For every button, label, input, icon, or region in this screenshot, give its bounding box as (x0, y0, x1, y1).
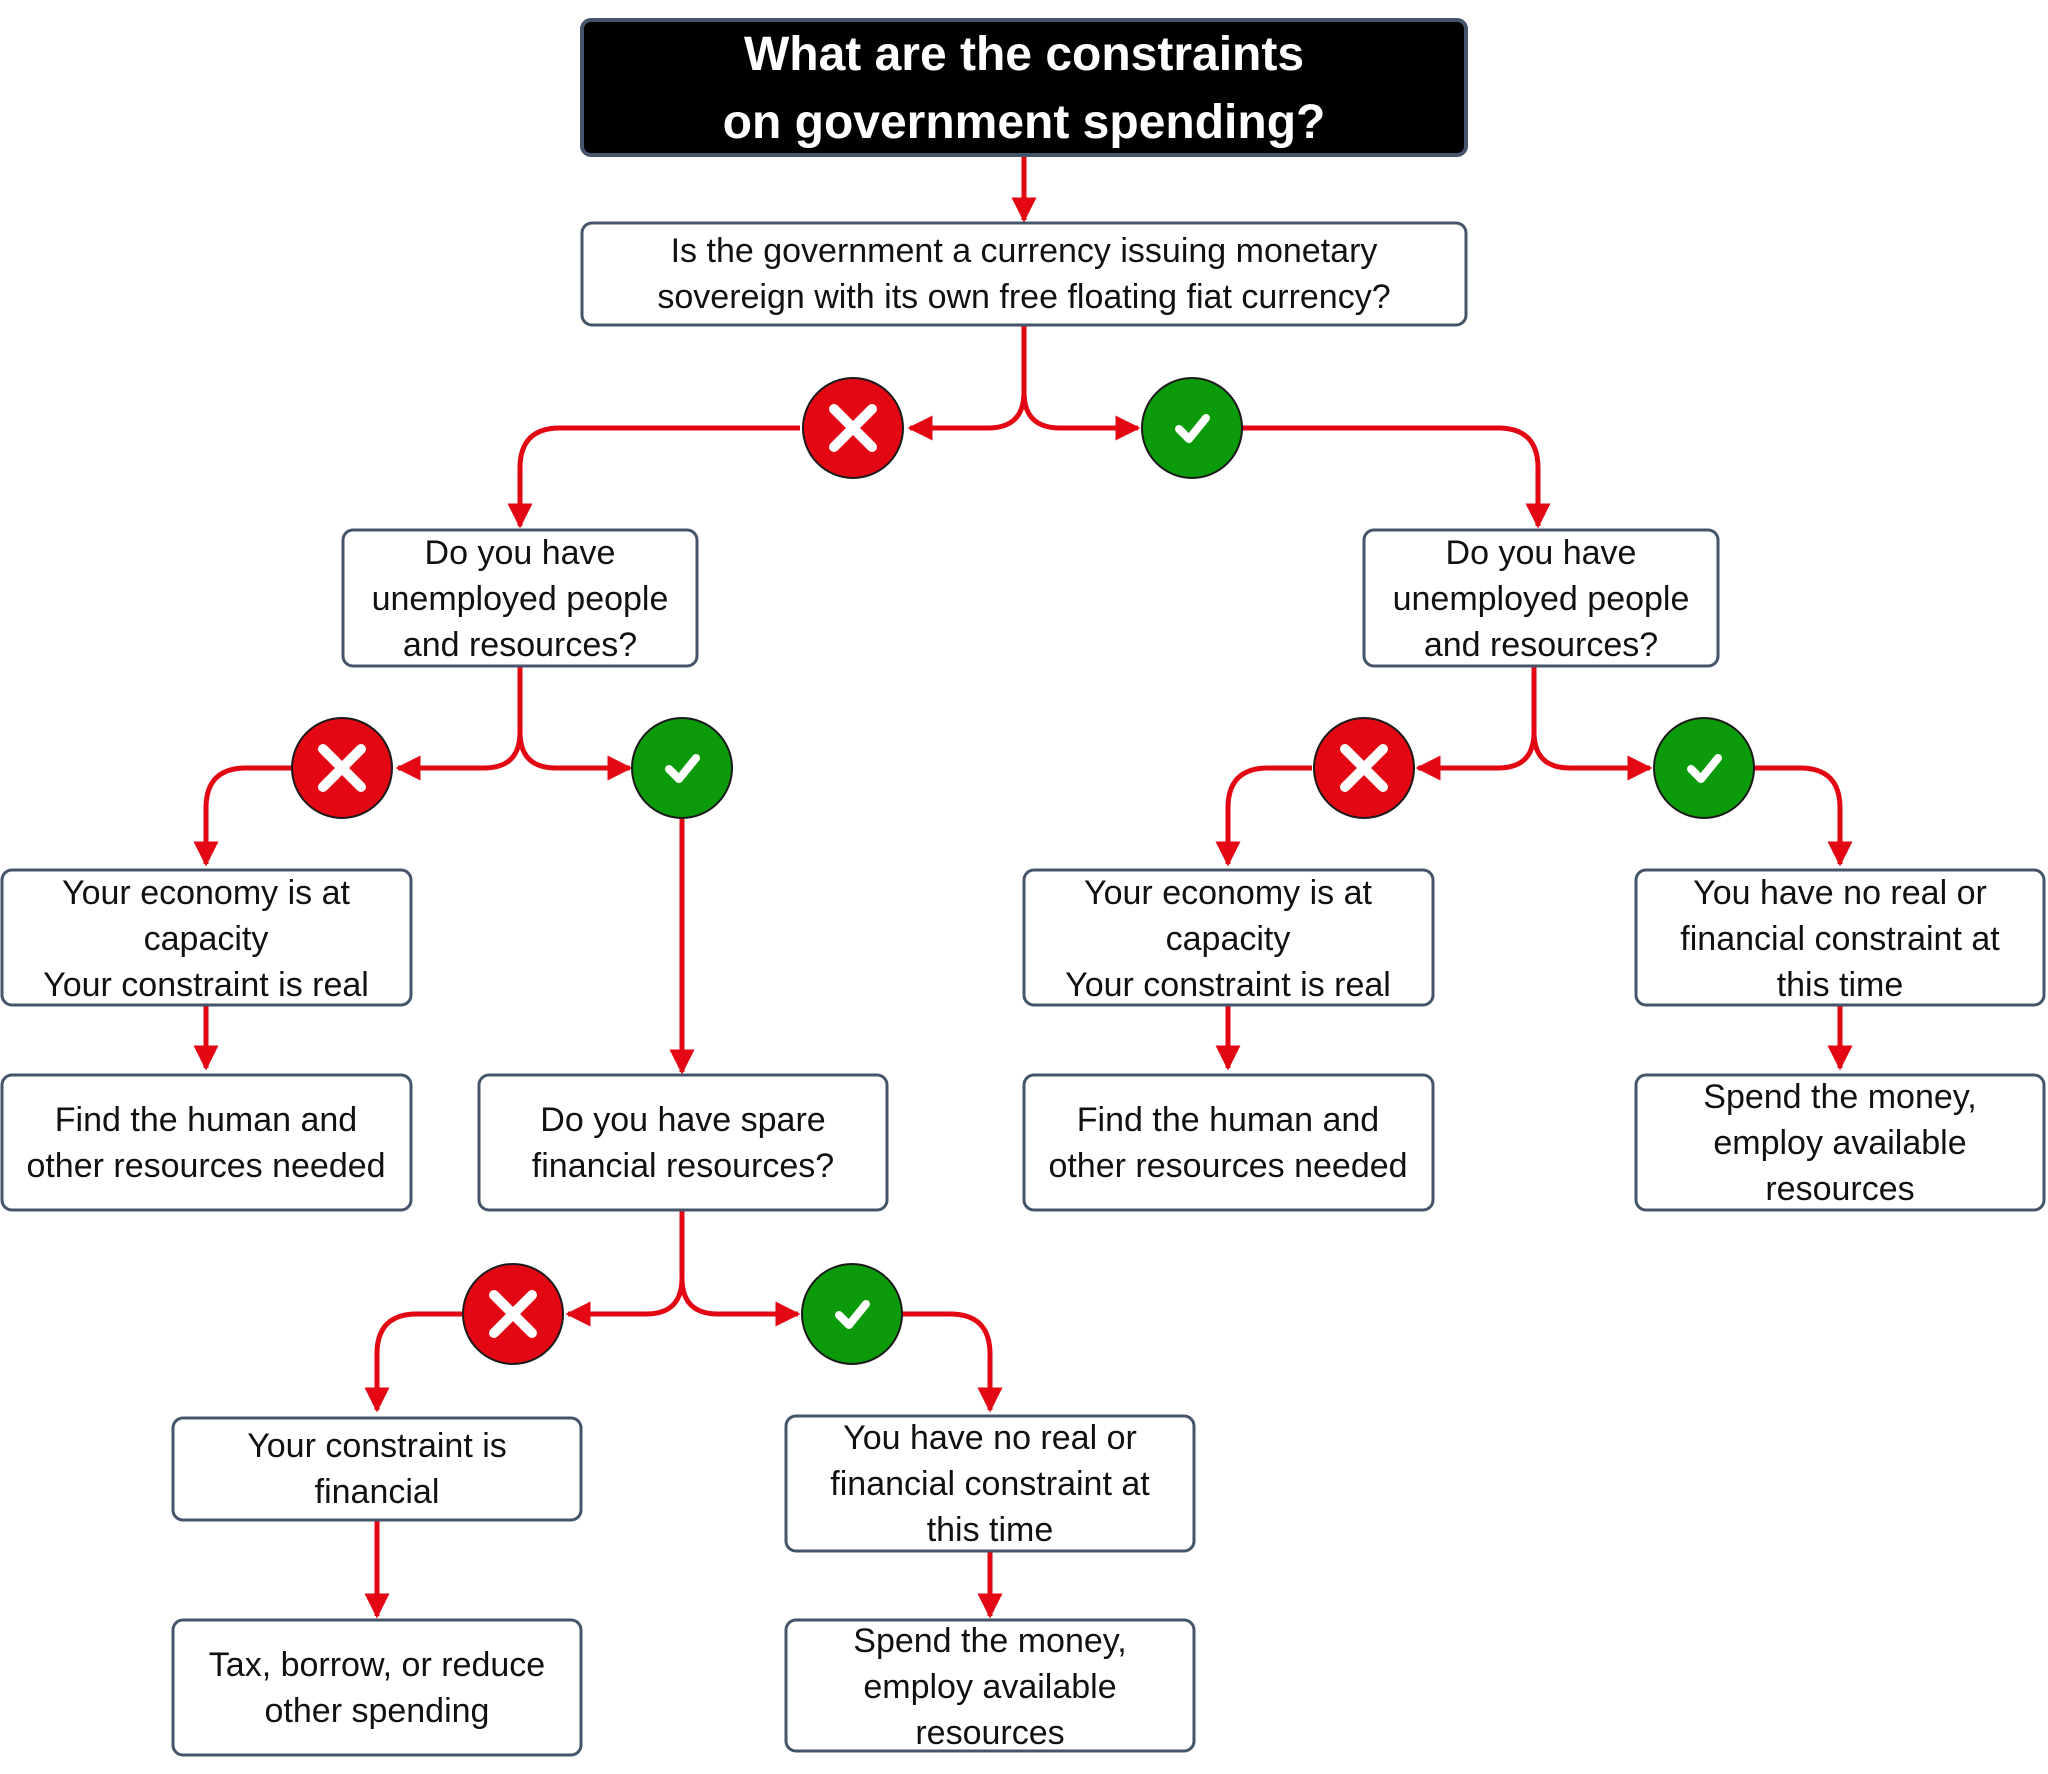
node-find-left: Find the human and other resources neede… (0, 1073, 413, 1212)
node-text-line: and resources? (403, 626, 637, 664)
node-text-line: capacity (144, 920, 269, 958)
node-financial: Your constraint is financial (171, 1416, 583, 1522)
node-unemployed-question-left: Do you have unemployed people and resour… (341, 528, 699, 668)
node-text-line: Tax, borrow, or reduce (209, 1646, 545, 1684)
node-text-line: Spend the money, (1703, 1078, 1976, 1116)
arrow-unemployed-left-to-yes (517, 731, 633, 781)
node-text-line: financial constraint at (830, 1465, 1150, 1503)
node-text-line: Your constraint is (247, 1427, 507, 1465)
node-text-line: Your constraint is real (43, 966, 369, 1004)
node-text-line: Is the government a currency issuing mon… (671, 232, 1378, 270)
check-mark-icon (631, 717, 733, 819)
node-text-line: resources (915, 1714, 1064, 1752)
arrow-no-to-capacity-right (1215, 765, 1312, 867)
arrow-unemployed-right-to-yes (1531, 731, 1653, 781)
arrow-sovereign-to-yes (1021, 391, 1141, 441)
node-text-line: Your economy is at (62, 874, 350, 912)
title-block: What are the constraints on government s… (580, 18, 1468, 157)
node-text-line: this time (1777, 966, 1904, 1004)
node-text-line: Find the human and (1077, 1101, 1379, 1139)
arrow-sovereign-to-no (907, 326, 1027, 441)
node-text-line: Do you have spare (540, 1101, 825, 1139)
arrow-yes-to-no-constraint-bottom (902, 1311, 1003, 1413)
node-text-line: employ available (863, 1668, 1116, 1706)
node-text-line: sovereign with its own free floating fia… (657, 278, 1390, 316)
node-no-constraint-bottom: You have no real or financial constraint… (784, 1414, 1196, 1553)
node-text-line: resources (1765, 1170, 1914, 1208)
node-text-line: Spend the money, (853, 1622, 1126, 1660)
node-text-line: You have no real or (843, 1419, 1137, 1457)
title-line-1: What are the constraints (744, 28, 1304, 81)
arrow-no-to-capacity-left (193, 765, 292, 867)
node-capacity-left: Your economy is at capacity Your constra… (0, 868, 413, 1007)
node-text-line: Do you have (425, 534, 616, 572)
arrow-yes-to-unemployed-right (1242, 425, 1551, 529)
node-text-line: unemployed people (372, 580, 669, 618)
arrow-unemployed-left-to-no (395, 666, 523, 781)
node-text-line: You have no real or (1693, 874, 1987, 912)
node-text-line: this time (927, 1511, 1054, 1549)
check-mark-icon (801, 1263, 903, 1365)
arrow-no-to-financial (364, 1311, 462, 1413)
node-spare-question: Do you have spare financial resources? (477, 1073, 889, 1212)
x-mark-icon (291, 717, 393, 819)
arrow-no-to-unemployed-left (507, 425, 800, 529)
node-unemployed-question-right: Do you have unemployed people and resour… (1362, 528, 1720, 668)
node-text-line: financial resources? (532, 1147, 834, 1185)
check-mark-icon (1653, 717, 1755, 819)
arrow-spare-to-no (565, 1210, 685, 1327)
title-line-2: on government spending? (723, 96, 1326, 149)
node-text-line: Your economy is at (1084, 874, 1372, 912)
node-text-line: Do you have (1446, 534, 1637, 572)
check-mark-icon (1141, 377, 1243, 479)
node-text-line: Find the human and (55, 1101, 357, 1139)
node-sovereign-question: Is the government a currency issuing mon… (580, 221, 1468, 327)
node-no-constraint-right: You have no real or financial constraint… (1634, 868, 2046, 1007)
x-mark-icon (462, 1263, 564, 1365)
node-text-line: financial (315, 1473, 440, 1511)
node-text-line: other spending (265, 1692, 490, 1730)
node-text-line: capacity (1166, 920, 1291, 958)
title-box (580, 18, 1468, 157)
node-text-line: and resources? (1424, 626, 1658, 664)
x-mark-icon (1313, 717, 1415, 819)
node-find-right: Find the human and other resources neede… (1022, 1073, 1435, 1212)
node-tax: Tax, borrow, or reduce other spending (171, 1618, 583, 1757)
node-text-line: unemployed people (1393, 580, 1690, 618)
node-text-line: other resources needed (1048, 1147, 1407, 1185)
node-text-line: financial constraint at (1680, 920, 2000, 958)
node-text-line: other resources needed (26, 1147, 385, 1185)
node-spend-right: Spend the money, employ available resour… (1634, 1073, 2046, 1212)
arrow-spare-to-yes (679, 1277, 801, 1327)
node-capacity-right: Your economy is at capacity Your constra… (1022, 868, 1435, 1007)
arrow-yes-to-no-constraint-right (1754, 765, 1853, 867)
x-mark-icon (802, 377, 904, 479)
arrow-unemployed-right-to-no (1415, 666, 1537, 781)
node-text-line: Your constraint is real (1065, 966, 1391, 1004)
node-text-line: employ available (1713, 1124, 1966, 1162)
connectors (193, 155, 1853, 1619)
node-spend-bottom: Spend the money, employ available resour… (784, 1618, 1196, 1753)
